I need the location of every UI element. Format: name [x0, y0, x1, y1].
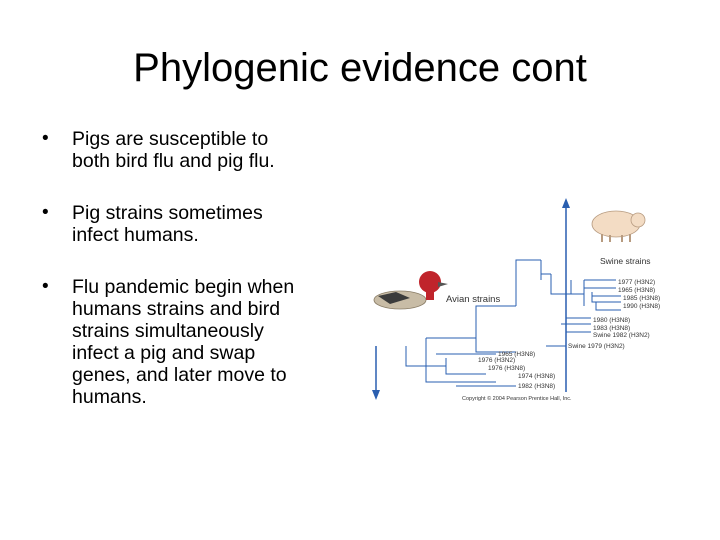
leaf-label: 1982 (H3N8) — [518, 383, 555, 390]
copyright-note: Copyright © 2004 Pearson Prentice Hall, … — [462, 395, 572, 402]
bullet-icon: • — [42, 128, 49, 149]
avian-strains-label: Avian strains — [446, 294, 500, 305]
bullet-icon: • — [42, 276, 49, 297]
pig-icon — [591, 210, 646, 242]
bullet-item: • Flu pandemic begin when humans strains… — [40, 276, 360, 408]
swine-strains-label: Swine strains — [600, 256, 651, 266]
leaf-label: 1990 (H3N8) — [623, 303, 660, 310]
arrow-down-icon — [372, 390, 380, 400]
bullet-item: • Pig strains sometimes infect humans. — [40, 202, 360, 246]
bullet-text: Pigs are susceptible to both bird flu an… — [72, 128, 275, 172]
leaf-label: 1983 (H3N8) — [593, 325, 630, 332]
bullet-text: Flu pandemic begin when humans strains a… — [72, 276, 295, 408]
leaf-label: 1977 (H3N2) — [618, 279, 655, 286]
slide-title: Phylogenic evidence cont — [133, 46, 587, 90]
leaf-label: 1965 (H3N8) — [618, 287, 655, 294]
duck-icon — [373, 271, 448, 310]
leaf-label: 1974 (H3N8) — [518, 373, 555, 380]
swine-leaf-labels: 1977 (H3N2) 1965 (H3N8) 1985 (H3N8) 1990… — [568, 279, 660, 350]
arrow-up-icon — [562, 198, 570, 208]
bullet-text: Pig strains sometimes infect humans. — [72, 202, 263, 246]
bullet-list: • Pigs are susceptible to both bird flu … — [40, 128, 360, 438]
bullet-item: • Pigs are susceptible to both bird flu … — [40, 128, 360, 172]
leaf-label: Swine 1982 (H3N2) — [593, 332, 650, 339]
leaf-label: 1976 (H3N2) — [478, 357, 515, 364]
avian-leaf-labels: 1965 (H3N8) 1976 (H3N2) 1976 (H3N8) 1974… — [478, 351, 555, 390]
leaf-label: 1980 (H3N8) — [593, 317, 630, 324]
leaf-label: 1985 (H3N8) — [623, 295, 660, 302]
leaf-label: Swine 1979 (H3N2) — [568, 343, 625, 350]
bullet-icon: • — [42, 202, 49, 223]
phylogenetic-tree-figure: Swine strains Avian strains — [372, 198, 660, 402]
swine-clade-branches — [405, 259, 621, 387]
leaf-label: 1976 (H3N8) — [488, 365, 525, 372]
leaf-label: 1965 (H3N8) — [498, 351, 535, 358]
